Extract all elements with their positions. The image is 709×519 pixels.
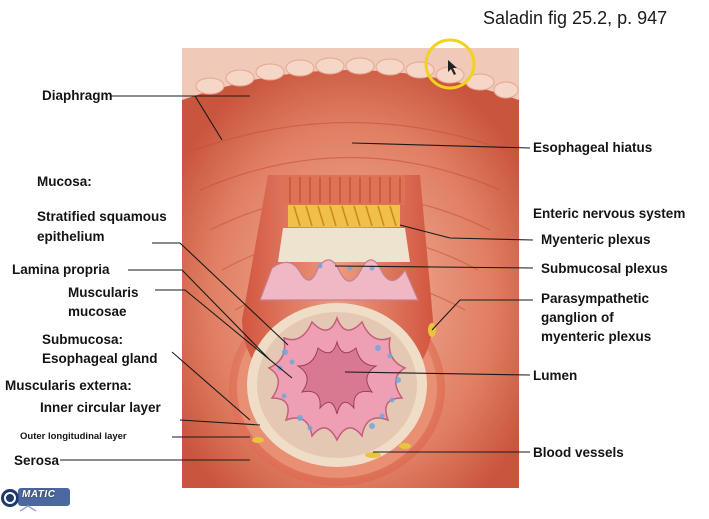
label-lamina-propria: Lamina propria bbox=[12, 262, 110, 277]
label-epithelium: epithelium bbox=[37, 229, 105, 244]
label-mucosae: mucosae bbox=[68, 304, 127, 319]
label-diaphragm: Diaphragm bbox=[42, 88, 113, 103]
record-logo-icon bbox=[1, 488, 70, 512]
label-myenteric-plexus: Myenteric plexus bbox=[541, 232, 651, 247]
label-muscularis: Muscularis bbox=[68, 285, 139, 300]
label-lumen: Lumen bbox=[533, 368, 578, 383]
label-esophageal-gland: Esophageal gland bbox=[42, 351, 158, 366]
label-myenteric-plexus-2: myenteric plexus bbox=[541, 329, 652, 344]
figure-reference: Saladin fig 25.2, p. 947 bbox=[483, 8, 668, 28]
label-parasympathetic: Parasympathetic bbox=[541, 291, 650, 306]
label-serosa: Serosa bbox=[14, 453, 60, 468]
label-blood-vessels: Blood vessels bbox=[533, 445, 624, 460]
recorder-watermark: MATIC bbox=[0, 484, 90, 514]
cursor-highlight-ring bbox=[424, 38, 476, 90]
label-inner-circular-layer: Inner circular layer bbox=[40, 400, 161, 415]
label-esophageal-hiatus: Esophageal hiatus bbox=[533, 140, 653, 155]
label-ganglion-of: ganglion of bbox=[541, 310, 614, 325]
label-outer-longitudinal-layer: Outer longitudinal layer bbox=[20, 431, 127, 442]
label-mucosa: Mucosa: bbox=[37, 174, 92, 189]
leader-lines bbox=[60, 95, 534, 461]
label-stratified-squamous: Stratified squamous bbox=[37, 209, 167, 224]
label-muscularis-externa: Muscularis externa: bbox=[5, 378, 132, 393]
label-submucosal-plexus: Submucosal plexus bbox=[541, 261, 668, 276]
mouse-pointer-icon bbox=[448, 60, 457, 75]
label-submucosa: Submucosa: bbox=[42, 332, 124, 347]
esophagus-tube bbox=[229, 175, 445, 486]
label-enteric-nervous-system: Enteric nervous system bbox=[533, 206, 686, 221]
watermark-text: MATIC bbox=[22, 489, 56, 500]
